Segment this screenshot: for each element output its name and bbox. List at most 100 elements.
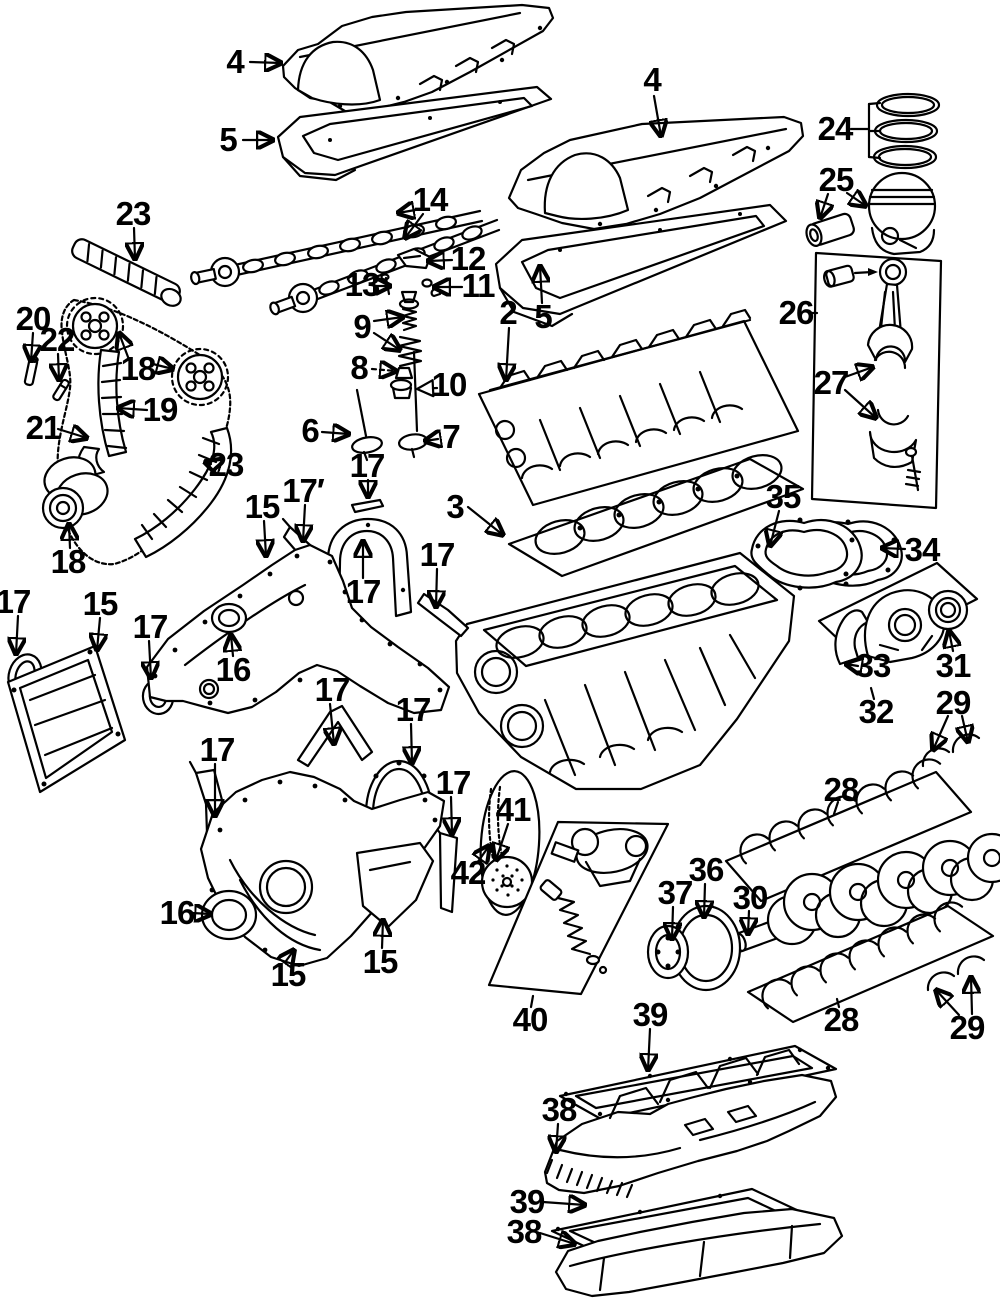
callout-label-25: 25: [819, 161, 854, 198]
callout-label-15: 15: [271, 956, 306, 993]
callout-2: 2: [499, 294, 518, 380]
main-bearing-tray-upper: [724, 758, 973, 903]
callout-16: 16: [160, 894, 211, 931]
callout-17: 17: [346, 541, 381, 610]
callout-6: 6: [301, 412, 349, 449]
oil-pan-lower: [554, 1207, 844, 1298]
callout-10: 10: [415, 366, 467, 403]
callout-label-4: 4: [226, 43, 245, 80]
callout-label-12: 12: [451, 240, 486, 277]
callout-arrow: [672, 905, 673, 939]
bolt-13: [380, 273, 391, 296]
piston-pin: [805, 212, 855, 247]
callout-label-36: 36: [689, 851, 724, 888]
chain-guide-rail-upper: [71, 238, 182, 307]
callout-label-19: 19: [143, 391, 178, 428]
callout-label-10: 10: [432, 366, 467, 403]
callout-label-16: 16: [216, 651, 251, 688]
callout-arrow: [962, 714, 968, 742]
callout-label-17: 17: [133, 608, 168, 645]
callout-arrow: [16, 614, 18, 654]
piston: [867, 171, 937, 256]
seal-housing-gasket-33: [834, 609, 870, 666]
callout-label-17: 17: [346, 573, 381, 610]
callout-arrow: [398, 209, 423, 213]
spring-retainer-8: [394, 366, 414, 380]
callout-39: 39: [633, 996, 669, 1070]
callout-17: 17: [350, 447, 385, 497]
pulley-front: [646, 924, 690, 980]
callout-label-9: 9: [353, 308, 371, 345]
callout-label-5: 5: [534, 298, 552, 335]
callout-24: 24: [818, 101, 882, 160]
callout-label-18: 18: [51, 543, 86, 580]
callout-23: 23: [116, 195, 152, 259]
main-bearing-tray-lower: [746, 901, 995, 1024]
callout-leader-line: [832, 800, 840, 816]
callout-label-39: 39: [510, 1183, 545, 1220]
callout-label-11: 11: [462, 267, 496, 304]
callout-label-17: 17: [315, 671, 350, 708]
callout-arrow: [56, 429, 87, 438]
callout-label-21: 21: [26, 409, 61, 446]
valve-spring-stack-9: [397, 290, 423, 368]
callout-17: 17: [200, 731, 235, 816]
piston-rings: [872, 92, 941, 170]
oil-pan-gasket-upper: [558, 1044, 838, 1121]
rear-seal-box: [817, 561, 979, 666]
callout-arrow: [330, 702, 334, 744]
callout-arrow: [556, 1122, 558, 1152]
callout-35: 35: [766, 478, 802, 546]
chain-guide-rail-19: [97, 348, 128, 458]
callout-arrow: [843, 388, 876, 418]
callout-arrow: [231, 635, 233, 658]
callout-label-23: 23: [116, 195, 151, 232]
callout-arrow: [436, 567, 437, 607]
callout-22: 22: [40, 321, 76, 380]
cam-sprocket-right: [170, 347, 230, 407]
callout-15: 15: [245, 488, 281, 556]
callout-leader-line: [529, 994, 535, 1009]
callout-label-15: 15: [83, 585, 118, 622]
callout-label-14: 14: [413, 181, 449, 218]
callout-leader-line: [869, 686, 876, 701]
callout-28: 28: [824, 997, 860, 1038]
callout-18: 18: [51, 524, 87, 580]
callout-arrow: [496, 822, 508, 860]
callout-29: 29: [933, 684, 971, 750]
intake-valve-6: [351, 388, 383, 462]
callout-arrow: [936, 990, 961, 1017]
callout-17: 17: [420, 536, 455, 607]
cylinder-head: [477, 308, 800, 507]
callout-16: 16: [216, 635, 252, 688]
callout-arrow: [248, 62, 281, 63]
callout-4: 4: [226, 43, 281, 80]
callout-label-38: 38: [507, 1213, 542, 1250]
callout-32: 32: [859, 686, 895, 730]
callout-23: 23: [205, 446, 245, 483]
callout-arrow: [97, 616, 100, 650]
callout-label-3: 3: [446, 488, 464, 525]
callout-label-42: 42: [451, 854, 486, 891]
callout-37: 37: [658, 874, 693, 939]
callout-label-29: 29: [950, 1009, 985, 1046]
callout-label-32: 32: [859, 693, 894, 730]
callout-27: 27: [814, 364, 876, 418]
callout-leader-line: [867, 101, 882, 106]
callout-26: 26: [779, 294, 819, 331]
callout-label-15: 15: [363, 943, 398, 980]
callout-label-40: 40: [513, 1001, 548, 1038]
valve-cover-left: [281, 3, 555, 116]
callout-arrow: [286, 950, 294, 961]
callout-arrow: [845, 193, 866, 206]
callout-arrow: [506, 326, 509, 380]
callout-arrow: [382, 920, 383, 950]
callout-label-17: 17: [350, 447, 385, 484]
callout-label-41: 41: [496, 791, 531, 828]
callout-label-27: 27: [814, 364, 849, 401]
callout-30: 30: [733, 879, 768, 934]
callout-label-22: 22: [40, 321, 75, 358]
callout-label-17: 17: [0, 583, 30, 620]
rod-bearing-upper: [873, 350, 907, 370]
camshaft-intake: [190, 209, 484, 288]
